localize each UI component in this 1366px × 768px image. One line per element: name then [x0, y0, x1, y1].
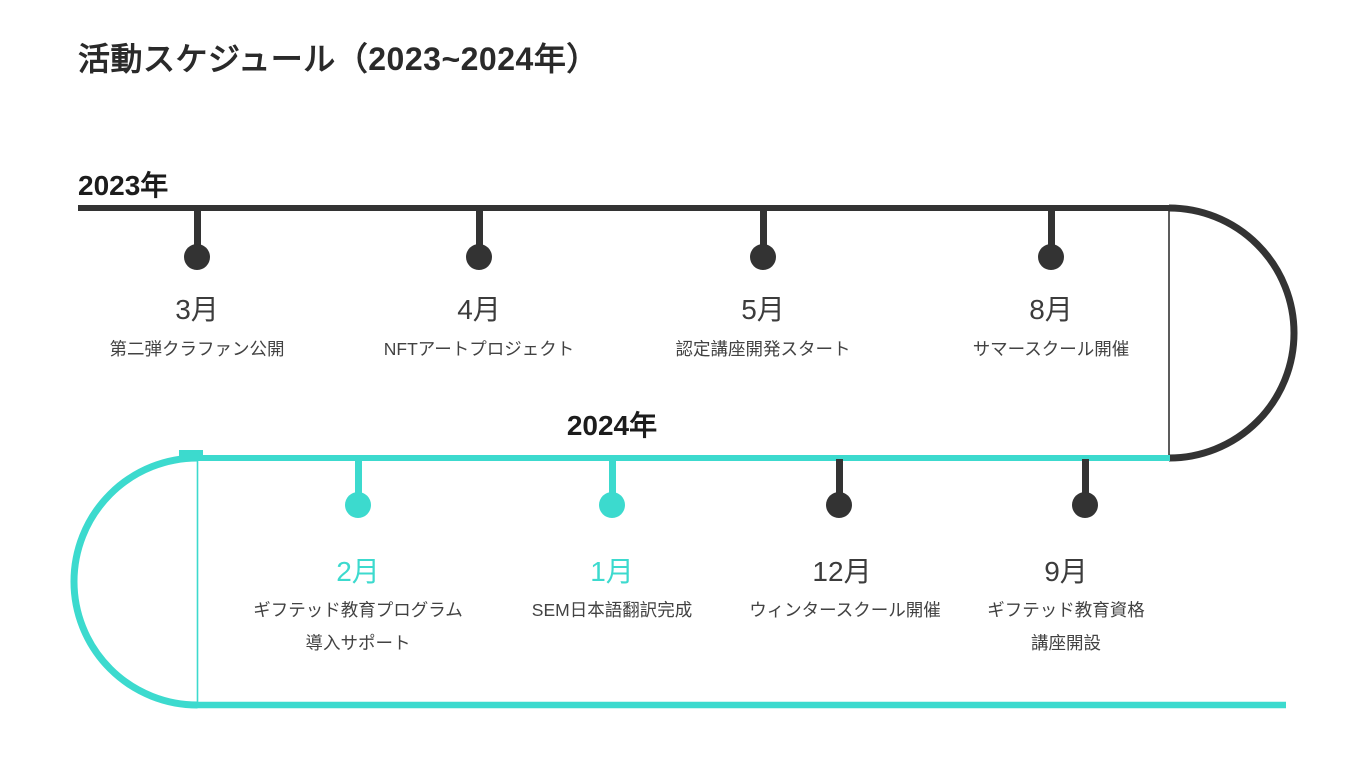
month-label: 3月	[175, 294, 219, 325]
event-description: NFTアートプロジェクト	[383, 339, 575, 359]
month-label: 12月	[812, 556, 872, 587]
track-left-curve	[70, 454, 198, 709]
page-title: 活動スケジュール（2023~2024年）	[78, 41, 599, 77]
marker-dot	[599, 492, 625, 518]
month-label: 2月	[336, 556, 380, 587]
marker-dot	[1072, 492, 1098, 518]
event-description: ギフテッド教育プログラム 導入サポート	[253, 600, 463, 653]
marker-dot	[345, 492, 371, 518]
month-label: 8月	[1029, 294, 1073, 325]
event-description: 第二弾クラファン公開	[109, 339, 285, 359]
month-label: 9月	[1044, 556, 1088, 587]
marker-stem	[475, 211, 483, 247]
marker-stem	[759, 211, 767, 247]
event-description: ウィンタースクール開催	[749, 600, 941, 620]
marker-stem	[1081, 459, 1089, 493]
event-description: サマースクール開催	[972, 339, 1130, 359]
marker-dot	[466, 244, 492, 270]
marker-dot	[750, 244, 776, 270]
month-label: 1月	[590, 556, 634, 587]
marker-stem	[354, 459, 362, 493]
track-right-curve	[1168, 204, 1298, 462]
month-label: 5月	[741, 294, 785, 325]
marker-dot	[826, 492, 852, 518]
marker-stem	[608, 459, 616, 493]
marker-stem	[1047, 211, 1055, 247]
year-label-2024: 2024年	[566, 410, 658, 441]
event-description: ギフテッド教育資格 講座開設	[987, 600, 1145, 653]
marker-stem	[835, 459, 843, 493]
marker-dot	[1038, 244, 1064, 270]
year-label-2023: 2023年	[78, 170, 169, 201]
month-label: 4月	[457, 294, 501, 325]
marker-dot	[184, 244, 210, 270]
event-description: 認定講座開発スタート	[675, 339, 851, 359]
marker-stem	[193, 211, 201, 247]
event-description: SEM日本語翻訳完成	[531, 600, 693, 620]
